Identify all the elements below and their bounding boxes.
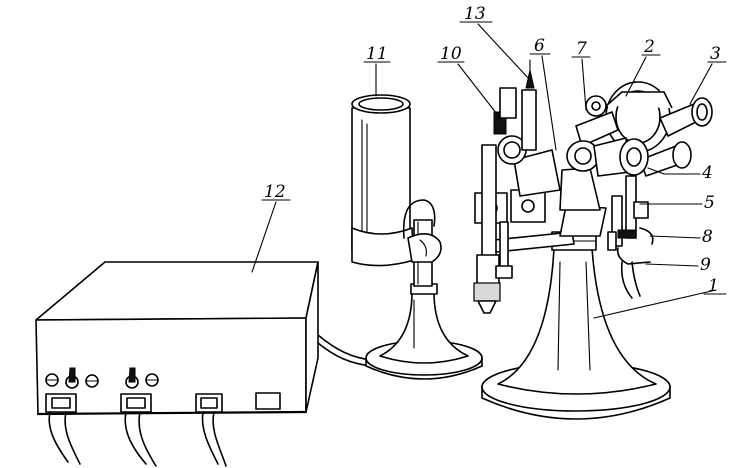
callout-5: 5: [704, 193, 715, 213]
cable-socket: [195, 393, 223, 413]
indicator-window: [255, 392, 281, 410]
callout-9: 9: [700, 255, 711, 275]
callout-7: 7: [576, 39, 587, 59]
callout-6: 6: [534, 36, 545, 56]
right-assembly: [566, 81, 713, 299]
callout-2: 2: [643, 37, 655, 57]
control-box-knobs: [45, 373, 159, 388]
callout-3: 3: [710, 44, 721, 64]
main-stand: [481, 231, 671, 420]
callout-13: 13: [464, 4, 486, 24]
left-assembly: [473, 59, 561, 314]
toggle-switch-icon: [65, 367, 79, 389]
callout-11: 11: [366, 44, 388, 64]
callout-12: 12: [264, 182, 286, 202]
callout-10: 10: [440, 44, 462, 64]
control-box: [35, 261, 319, 416]
toggle-switch-icon: [125, 367, 139, 389]
callout-lines: [251, 21, 727, 319]
callout-1: 1: [708, 276, 719, 296]
cable-socket: [120, 393, 152, 413]
vessel-stand: [365, 219, 483, 380]
support-arm: [493, 167, 607, 253]
callout-8: 8: [702, 227, 713, 247]
callout-4: 4: [701, 163, 713, 183]
cable-socket: [45, 393, 77, 413]
callout-labels: 13 6 7 2 3 10 11 4 5 8 9 12 1: [264, 4, 721, 296]
vessel-holder-clamp: [351, 199, 442, 267]
